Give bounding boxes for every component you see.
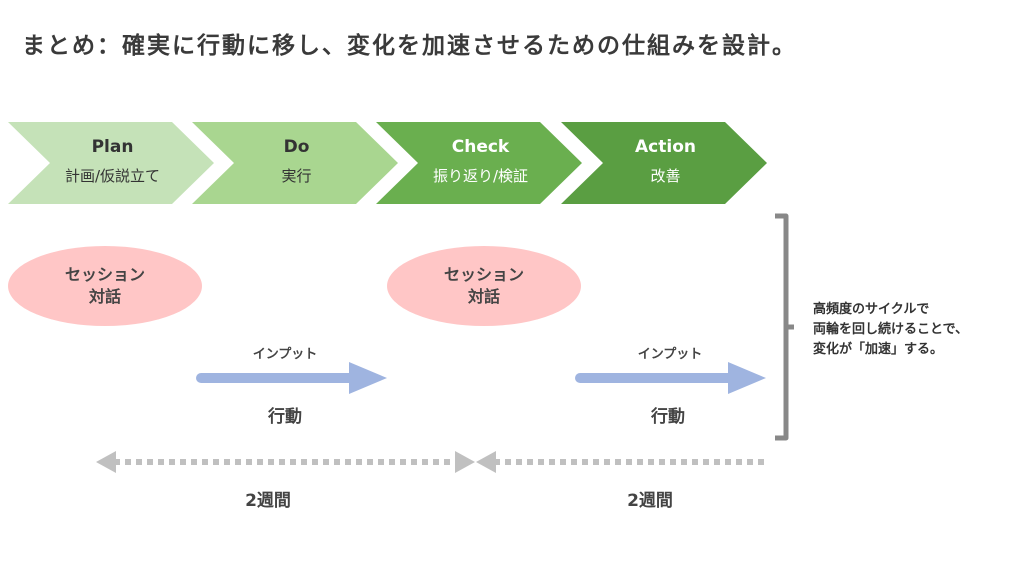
step-check-name: Check xyxy=(451,137,510,157)
chevron-action xyxy=(561,122,767,204)
step-check: Check 振り返り/検証 xyxy=(418,137,543,186)
period-arrows xyxy=(96,451,768,473)
action-label-1: 行動 xyxy=(268,407,302,427)
session-2-line1: セッション xyxy=(443,265,524,284)
note-line2: 両輪を回し続けることで、 xyxy=(813,322,969,337)
chevron-do xyxy=(192,122,398,204)
step-plan-sub: 計画/仮説立て xyxy=(64,167,161,185)
input-label-1: インプット xyxy=(252,347,318,362)
session-1-line2: 対話 xyxy=(88,287,121,306)
session-ellipse-1: セッション 対話 xyxy=(8,246,202,326)
input-arrow-1 xyxy=(196,362,387,394)
step-action: Action 改善 xyxy=(603,137,728,186)
chevron-check xyxy=(376,122,582,204)
step-do-sub: 実行 xyxy=(281,167,312,185)
period-label-2: 2週間 xyxy=(627,491,673,511)
note-line3: 変化が「加速」する。 xyxy=(813,342,944,357)
session-2-line2: 対話 xyxy=(467,287,500,306)
step-action-sub: 改善 xyxy=(650,167,681,185)
period-label-1: 2週間 xyxy=(245,491,291,511)
cycle-note: 高頻度のサイクルで 両輪を回し続けることで、 変化が「加速」する。 xyxy=(813,300,968,360)
input-arrow-2 xyxy=(575,362,766,394)
step-action-name: Action xyxy=(635,137,696,157)
period-2-left-head xyxy=(476,451,496,473)
session-ellipse-2: セッション 対話 xyxy=(387,246,581,326)
period-1-left-head xyxy=(96,451,116,473)
step-do: Do 実行 xyxy=(234,137,359,186)
step-check-sub: 振り返り/検証 xyxy=(432,167,529,185)
page-title: まとめ：確実に行動に移し、変化を加速させるための仕組みを設計。 xyxy=(22,33,797,59)
right-bracket xyxy=(775,213,794,441)
step-plan-name: Plan xyxy=(91,137,134,157)
period-1-right-head xyxy=(455,451,475,473)
step-do-name: Do xyxy=(283,137,310,157)
note-line1: 高頻度のサイクルで xyxy=(813,302,930,317)
step-plan: Plan 計画/仮説立て xyxy=(50,137,175,186)
input-label-2: インプット xyxy=(637,347,703,362)
session-1-line1: セッション xyxy=(64,265,145,284)
action-label-2: 行動 xyxy=(651,407,685,427)
chevron-plan xyxy=(8,122,214,204)
